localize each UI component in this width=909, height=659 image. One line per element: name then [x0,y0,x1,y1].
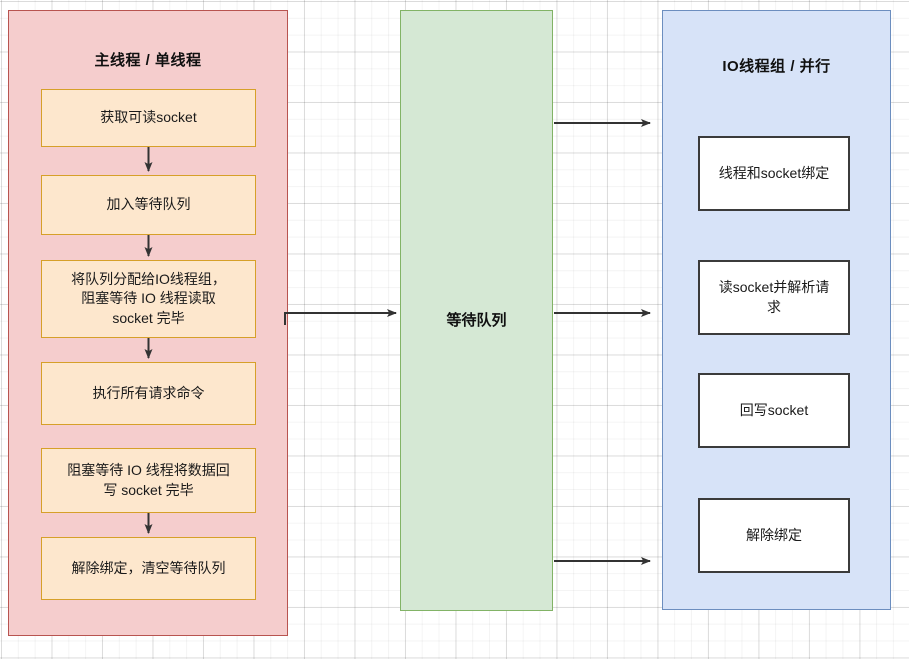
process-node-step-5[interactable]: 阻塞等待 IO 线程将数据回 写 socket 完毕 [41,448,256,513]
process-node-step-6[interactable]: 解除绑定，清空等待队列 [41,537,256,600]
process-node-io-step-3[interactable]: 回写socket [698,373,850,448]
swimlane-waiting-queue: 等待队列 [400,10,553,611]
process-node-step-3[interactable]: 将队列分配给IO线程组， 阻塞等待 IO 线程读取 socket 完毕 [41,260,256,338]
process-node-io-step-4[interactable]: 解除绑定 [698,498,850,573]
swimlane-io-thread-group-title: IO线程组 / 并行 [722,58,831,75]
process-node-step-2[interactable]: 加入等待队列 [41,175,256,235]
swimlane-main-thread-title: 主线程 / 单线程 [94,52,202,69]
process-node-io-step-1[interactable]: 线程和socket绑定 [698,136,850,211]
swimlane-waiting-queue-title: 等待队列 [446,312,507,329]
process-node-step-4[interactable]: 执行所有请求命令 [41,362,256,425]
process-node-io-step-2[interactable]: 读socket并解析请 求 [698,260,850,335]
arrow-main-queue [284,309,397,325]
process-node-step-1[interactable]: 获取可读socket [41,89,256,147]
